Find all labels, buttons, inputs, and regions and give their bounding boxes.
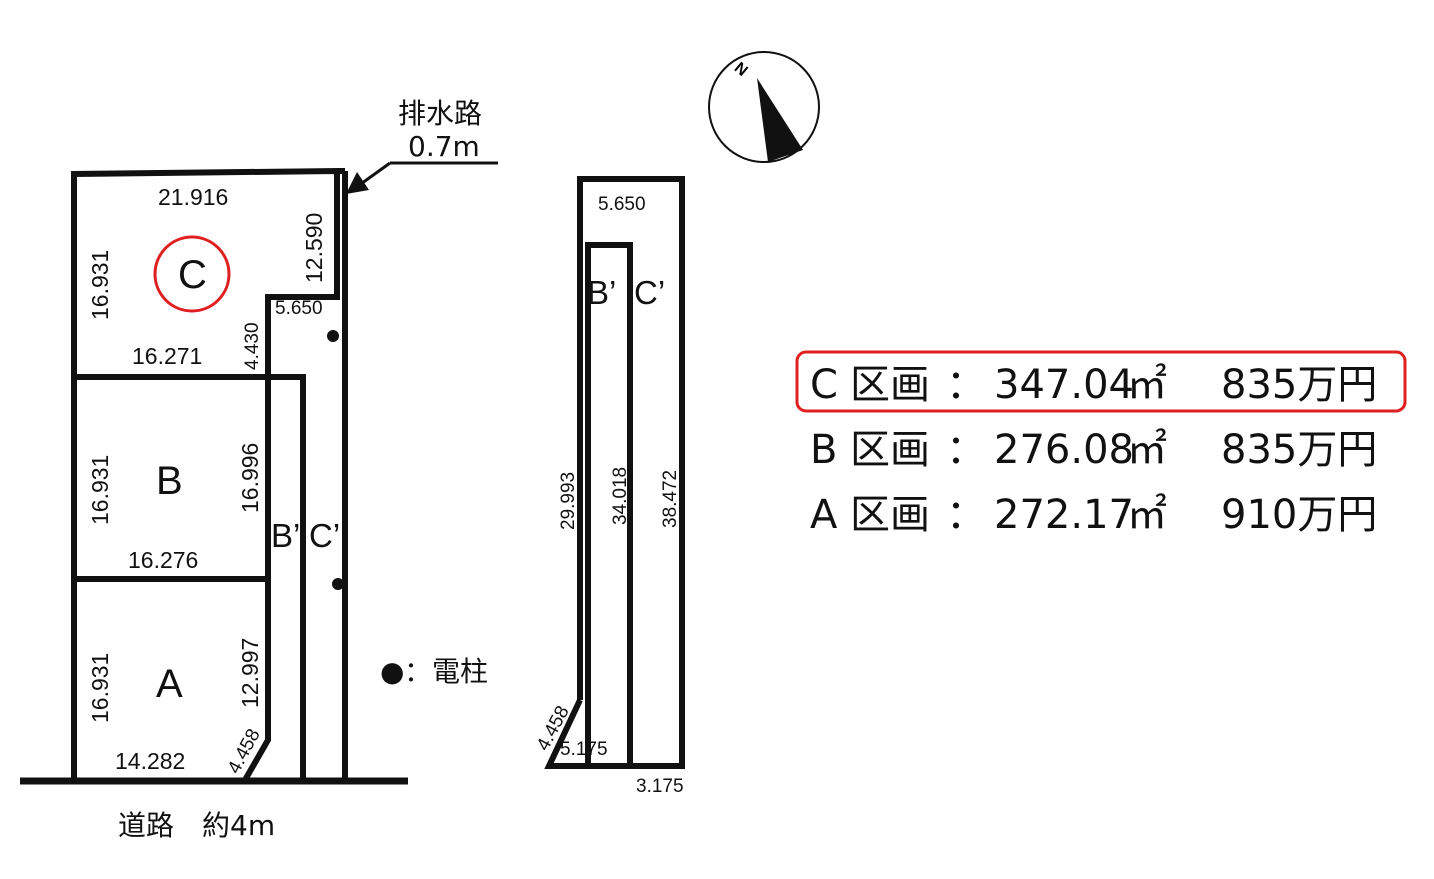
summary-row-b-sep: ： [946, 427, 986, 473]
pole-legend: ● ：電柱 [380, 655, 488, 688]
strip-inner-edge [242, 377, 271, 782]
drain-label: 排水路 [398, 97, 482, 130]
lot-b-right-dim: 16.996 [237, 443, 263, 513]
detail-bottom-outer-dim: 3.175 [636, 776, 684, 797]
pole-legend-marker: ● [380, 655, 404, 688]
summary-row-a-unit: ㎡ [1127, 492, 1167, 538]
summary-row-b-lot: B [810, 427, 837, 473]
strip-b-prime-label: B’ [271, 517, 300, 554]
summary-row-a-price: 910万円 [1221, 492, 1377, 538]
drain-width: 0.7m [408, 130, 480, 163]
lot-c-left-dim: 16.931 [87, 250, 113, 320]
lot-b-left-dim: 16.931 [87, 455, 113, 525]
detail-right-dim: 38.472 [660, 470, 681, 528]
summary-row-c-label: 区画 [850, 362, 930, 408]
summary-highlight-box [795, 350, 1407, 413]
detail-b-prime-label: B’ [587, 274, 616, 311]
summary-row-b-label: 区画 [850, 427, 930, 473]
compass-needle-icon [757, 78, 803, 162]
summary-row-a-lot: A [810, 492, 838, 538]
utility-pole-marker [327, 330, 339, 342]
summary-row-c-lot: C [810, 362, 838, 408]
pole-legend-text: ：電柱 [404, 655, 488, 688]
lot-b-name: B [156, 459, 183, 503]
summary-row-a-label: 区画 [850, 492, 930, 538]
detail-middle-dim: 34.018 [610, 467, 631, 525]
summary-row-a-sep: ： [946, 492, 986, 538]
road-label: 道路 約4m [118, 809, 275, 842]
detail-c-prime-label: C’ [634, 274, 665, 311]
lot-a-right-dim: 12.997 [237, 638, 263, 708]
site-plan-left: 排水路 0.7m 21.916 16.931 12.590 16.271 5.6… [20, 97, 498, 842]
detail-left-dim: 29.993 [558, 472, 579, 530]
lot-c-name: C [178, 253, 207, 297]
summary-row-b-unit: ㎡ [1127, 427, 1167, 473]
compass: N [708, 51, 820, 163]
summary-row-b-area: 276.08 [994, 427, 1134, 473]
summary-row-b-price: 835万円 [1221, 427, 1377, 473]
drain-arrow-head-icon [346, 172, 369, 194]
lot-c-notch-side-dim: 4.430 [242, 322, 263, 370]
detail-bottom-inner-dim: 5.175 [560, 739, 608, 760]
lot-c-highlight-circle [153, 235, 231, 313]
lot-a-left-dim: 16.931 [87, 653, 113, 723]
detail-inner-outline [585, 242, 633, 766]
strip-detail: 5.650 B’ C’ 29.993 34.018 38.472 4.458 5… [533, 176, 685, 797]
lot-c-notch-top-dim: 5.650 [275, 298, 323, 319]
summary-row-c-area: 347.04 [994, 362, 1134, 408]
strip-c-prime-label: C’ [309, 517, 340, 554]
lot-a-name: A [156, 662, 183, 706]
lot-b-outline [74, 374, 306, 780]
lot-c-right-dim: 12.590 [301, 213, 327, 283]
detail-top-dim: 5.650 [598, 194, 646, 215]
utility-pole-marker [332, 578, 344, 590]
summary-row-c-price: 835万円 [1221, 362, 1377, 408]
lot-a-bottom-dim: 14.282 [115, 748, 185, 774]
detail-outer-outline [544, 176, 685, 769]
summary-row-c-unit: ㎡ [1127, 362, 1167, 408]
lot-b-bottom-dim: 16.276 [128, 547, 198, 573]
lot-c-bottom-dim: 16.271 [132, 343, 202, 369]
summary-row-a-area: 272.17 [994, 492, 1134, 538]
price-summary: C 区画 ： 347.04 ㎡ 835万円 B 区画 ： 276.08 ㎡ 83… [795, 350, 1407, 538]
lot-c-top-dim: 21.916 [158, 184, 228, 210]
summary-row-c-sep: ： [946, 362, 986, 408]
